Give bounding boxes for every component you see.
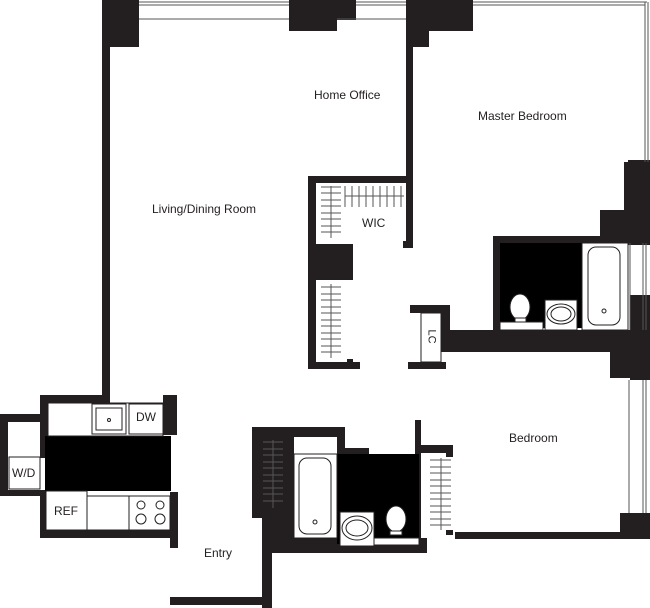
room-label-entry: Entry (204, 546, 233, 560)
room-label-master-bedroom: Master Bedroom (478, 109, 567, 123)
room-label-bedroom: Bedroom (509, 431, 558, 445)
room-label-linen-closet: LC (425, 329, 438, 344)
master-toilet (509, 293, 531, 321)
room-label-living-dining: Living/Dining Room (152, 202, 257, 216)
stove-icon (128, 495, 171, 531)
closet-shelves (263, 186, 451, 530)
appliance-label-washer-dryer: W/D (12, 466, 36, 480)
appliance-label-dishwasher: DW (136, 410, 156, 424)
second-toilet (385, 505, 407, 533)
room-label-wic: WIC (362, 216, 386, 230)
washer-dryer-box (8, 456, 41, 490)
windows (139, 1, 649, 513)
dishwasher-box (128, 403, 164, 435)
refrigerator-box (45, 490, 88, 531)
master-toilet-base (499, 321, 544, 331)
room-label-home-office: Home Office (314, 88, 381, 102)
appliance-label-refrigerator: REF (54, 504, 78, 518)
fixtures (8, 242, 629, 547)
second-toilet-base (373, 537, 420, 546)
